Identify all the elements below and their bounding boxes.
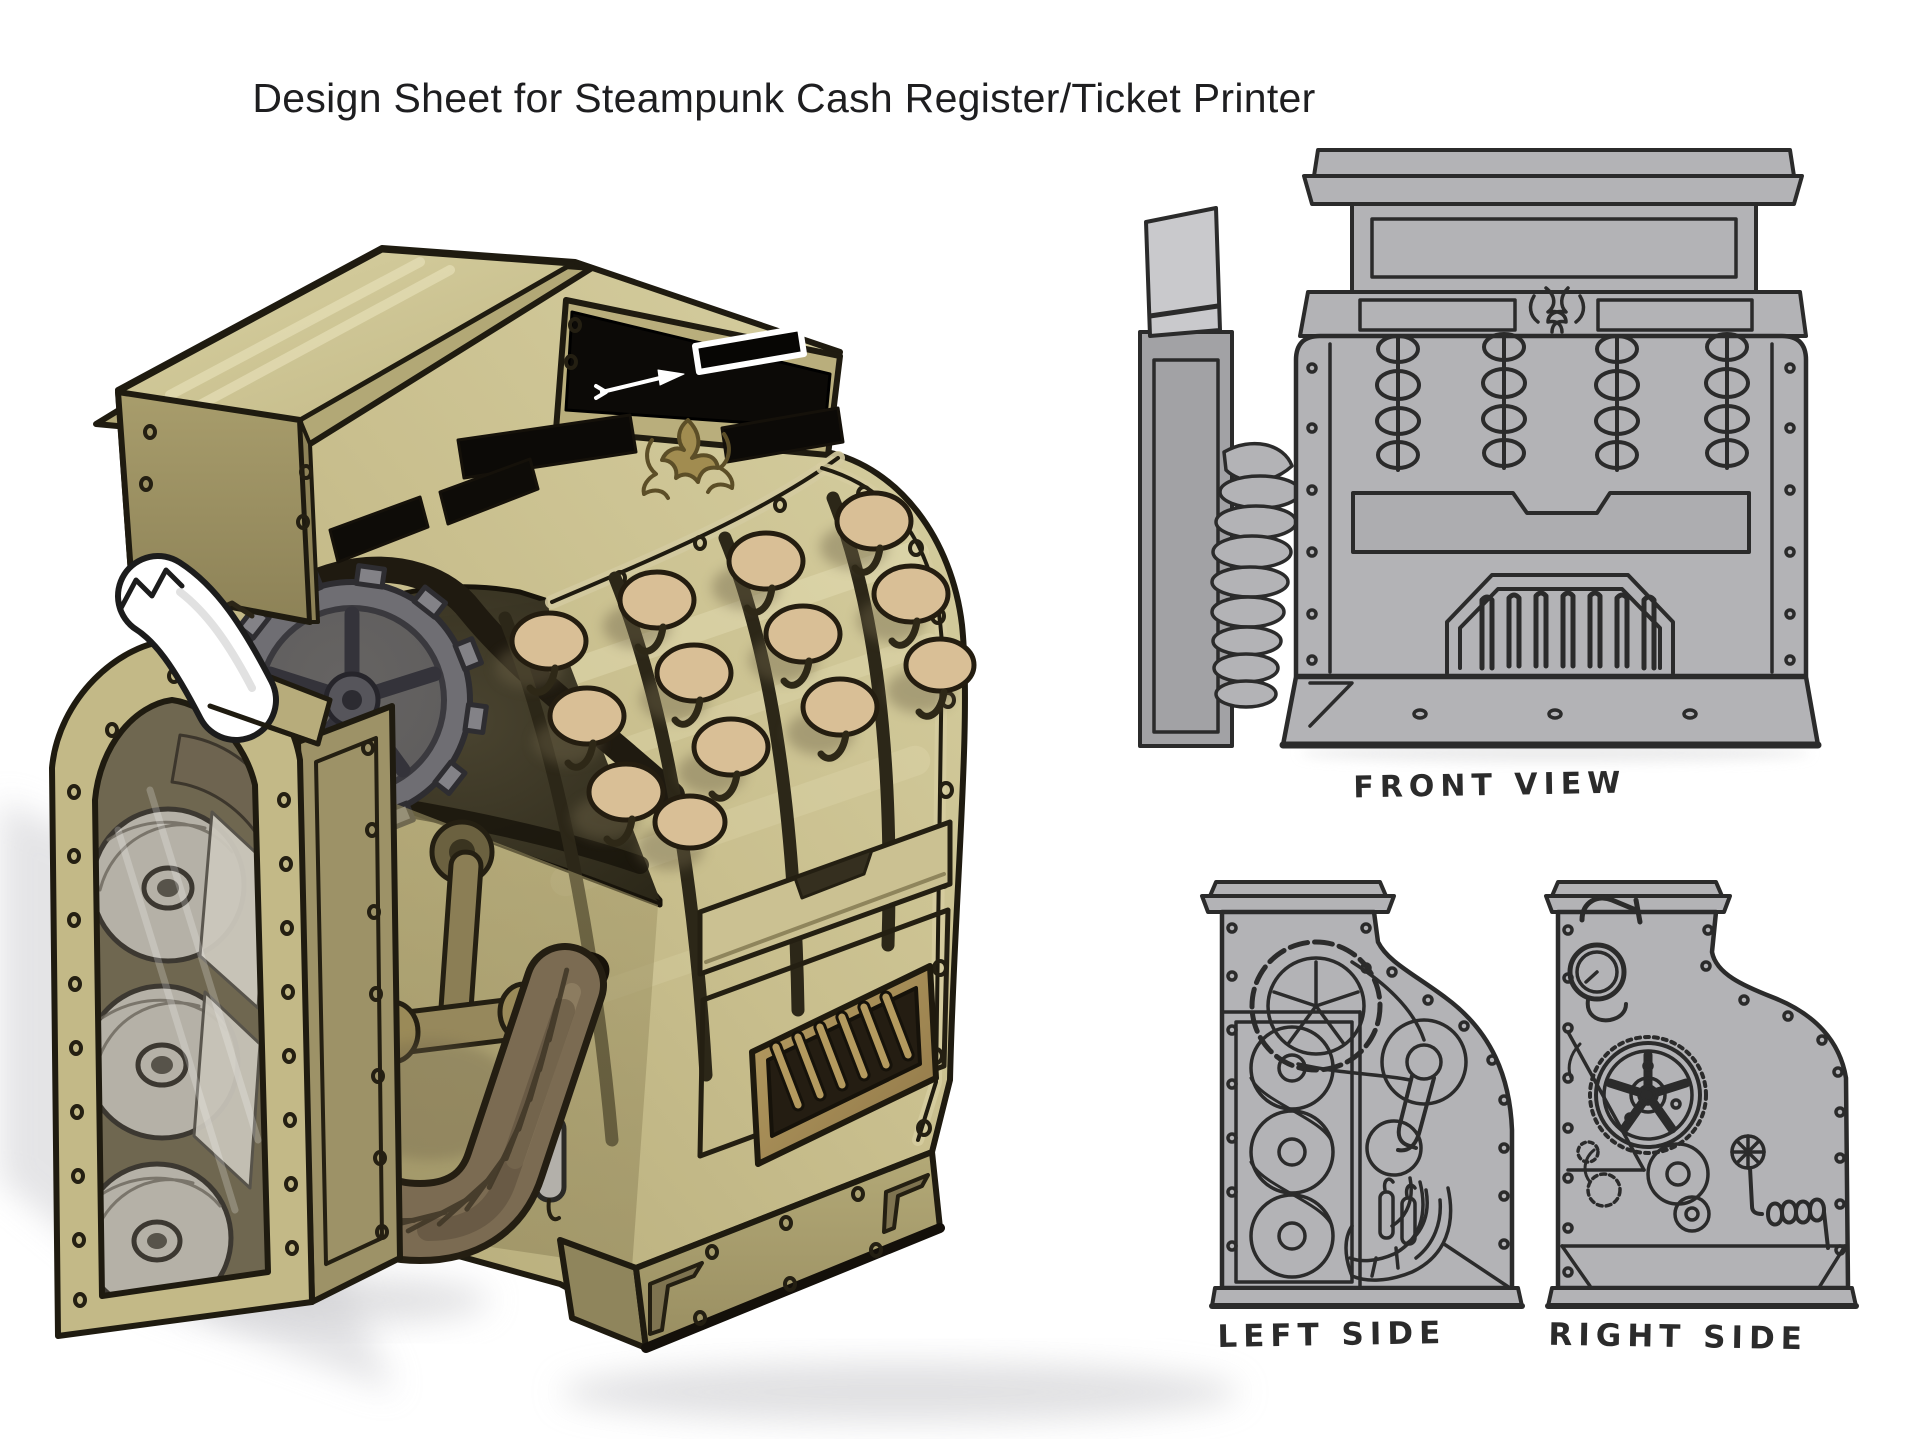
key <box>509 610 589 672</box>
left-crank-mechanism <box>1296 960 1468 1177</box>
main-illustration <box>49 245 977 1353</box>
front-grille <box>1445 573 1675 675</box>
front-rivets <box>1306 362 1796 666</box>
key <box>763 603 843 665</box>
right-governor-valve <box>1730 1134 1766 1216</box>
key <box>800 676 880 738</box>
key <box>691 716 771 778</box>
key <box>652 793 728 851</box>
ticket-arrow-icon <box>594 369 685 400</box>
fleur-ornament <box>641 418 735 500</box>
right-braces <box>1566 1030 1646 1208</box>
ticket-drawer <box>697 819 953 977</box>
left-gear <box>1249 939 1383 1073</box>
left-cornice <box>1200 880 1396 914</box>
left-rolls <box>1249 1025 1335 1279</box>
base-plinth <box>557 1149 945 1353</box>
front-view-sketch <box>1138 148 1822 749</box>
key <box>654 642 734 704</box>
rivets-base <box>693 1186 883 1326</box>
front-drawer <box>1351 491 1751 554</box>
front-cornice <box>1302 148 1804 206</box>
left-hose <box>1344 1176 1453 1282</box>
right-coil-spring <box>1766 1197 1830 1250</box>
key <box>834 490 914 552</box>
paper-roll-cage <box>49 553 403 1339</box>
key-stems <box>526 544 948 847</box>
keys <box>495 490 977 870</box>
front-view-caption: FRONT VIEW <box>1353 766 1627 806</box>
key <box>547 685 627 747</box>
paper-rolls <box>80 733 274 1315</box>
lower-panel <box>697 907 951 1167</box>
left-inner-lines <box>1220 1010 1362 1288</box>
right-body-outline <box>1555 909 1851 1291</box>
paper-sheet <box>192 990 262 1190</box>
hood <box>93 247 843 625</box>
speaker-grille <box>749 963 939 1167</box>
key <box>871 563 951 625</box>
lid-highlight <box>165 257 455 410</box>
right-side-caption: RIGHT SIDE <box>1548 1317 1808 1358</box>
paper-torn-edge <box>117 567 185 613</box>
key <box>903 636 977 694</box>
front-paper-tab <box>1144 206 1222 338</box>
paper-white <box>121 559 273 737</box>
cage-sheen <box>114 786 262 1214</box>
front-shoulder <box>1298 286 1808 338</box>
right-gauge <box>1567 895 1643 1023</box>
cage-side-face <box>295 703 403 1305</box>
key <box>617 569 697 631</box>
front-hose-coil <box>1210 441 1302 709</box>
left-base <box>1209 1242 1525 1309</box>
key <box>726 530 806 592</box>
front-printer-box <box>1138 206 1302 748</box>
left-canisters <box>1378 1177 1417 1246</box>
front-body <box>1279 332 1822 749</box>
machine-ground-shadow <box>560 1362 1240 1422</box>
right-base <box>1545 1286 1859 1309</box>
right-pulleys <box>1646 1142 1711 1233</box>
key <box>586 761 666 823</box>
rivets-cage <box>67 668 389 1308</box>
key-columns <box>495 490 977 1147</box>
right-side-sketch <box>1544 880 1859 1309</box>
paper-exit <box>115 553 333 747</box>
left-side-sketch <box>1200 880 1525 1309</box>
ticket-slot <box>692 325 807 375</box>
front-marquee <box>1350 202 1758 294</box>
front-key-columns <box>1375 332 1750 472</box>
page-title: Design Sheet for Steampunk Cash Register… <box>252 75 1316 122</box>
front-base <box>1279 674 1822 749</box>
front-ornament <box>1528 286 1586 334</box>
left-side-caption: LEFT SIDE <box>1217 1315 1446 1355</box>
display-panels <box>328 406 845 564</box>
